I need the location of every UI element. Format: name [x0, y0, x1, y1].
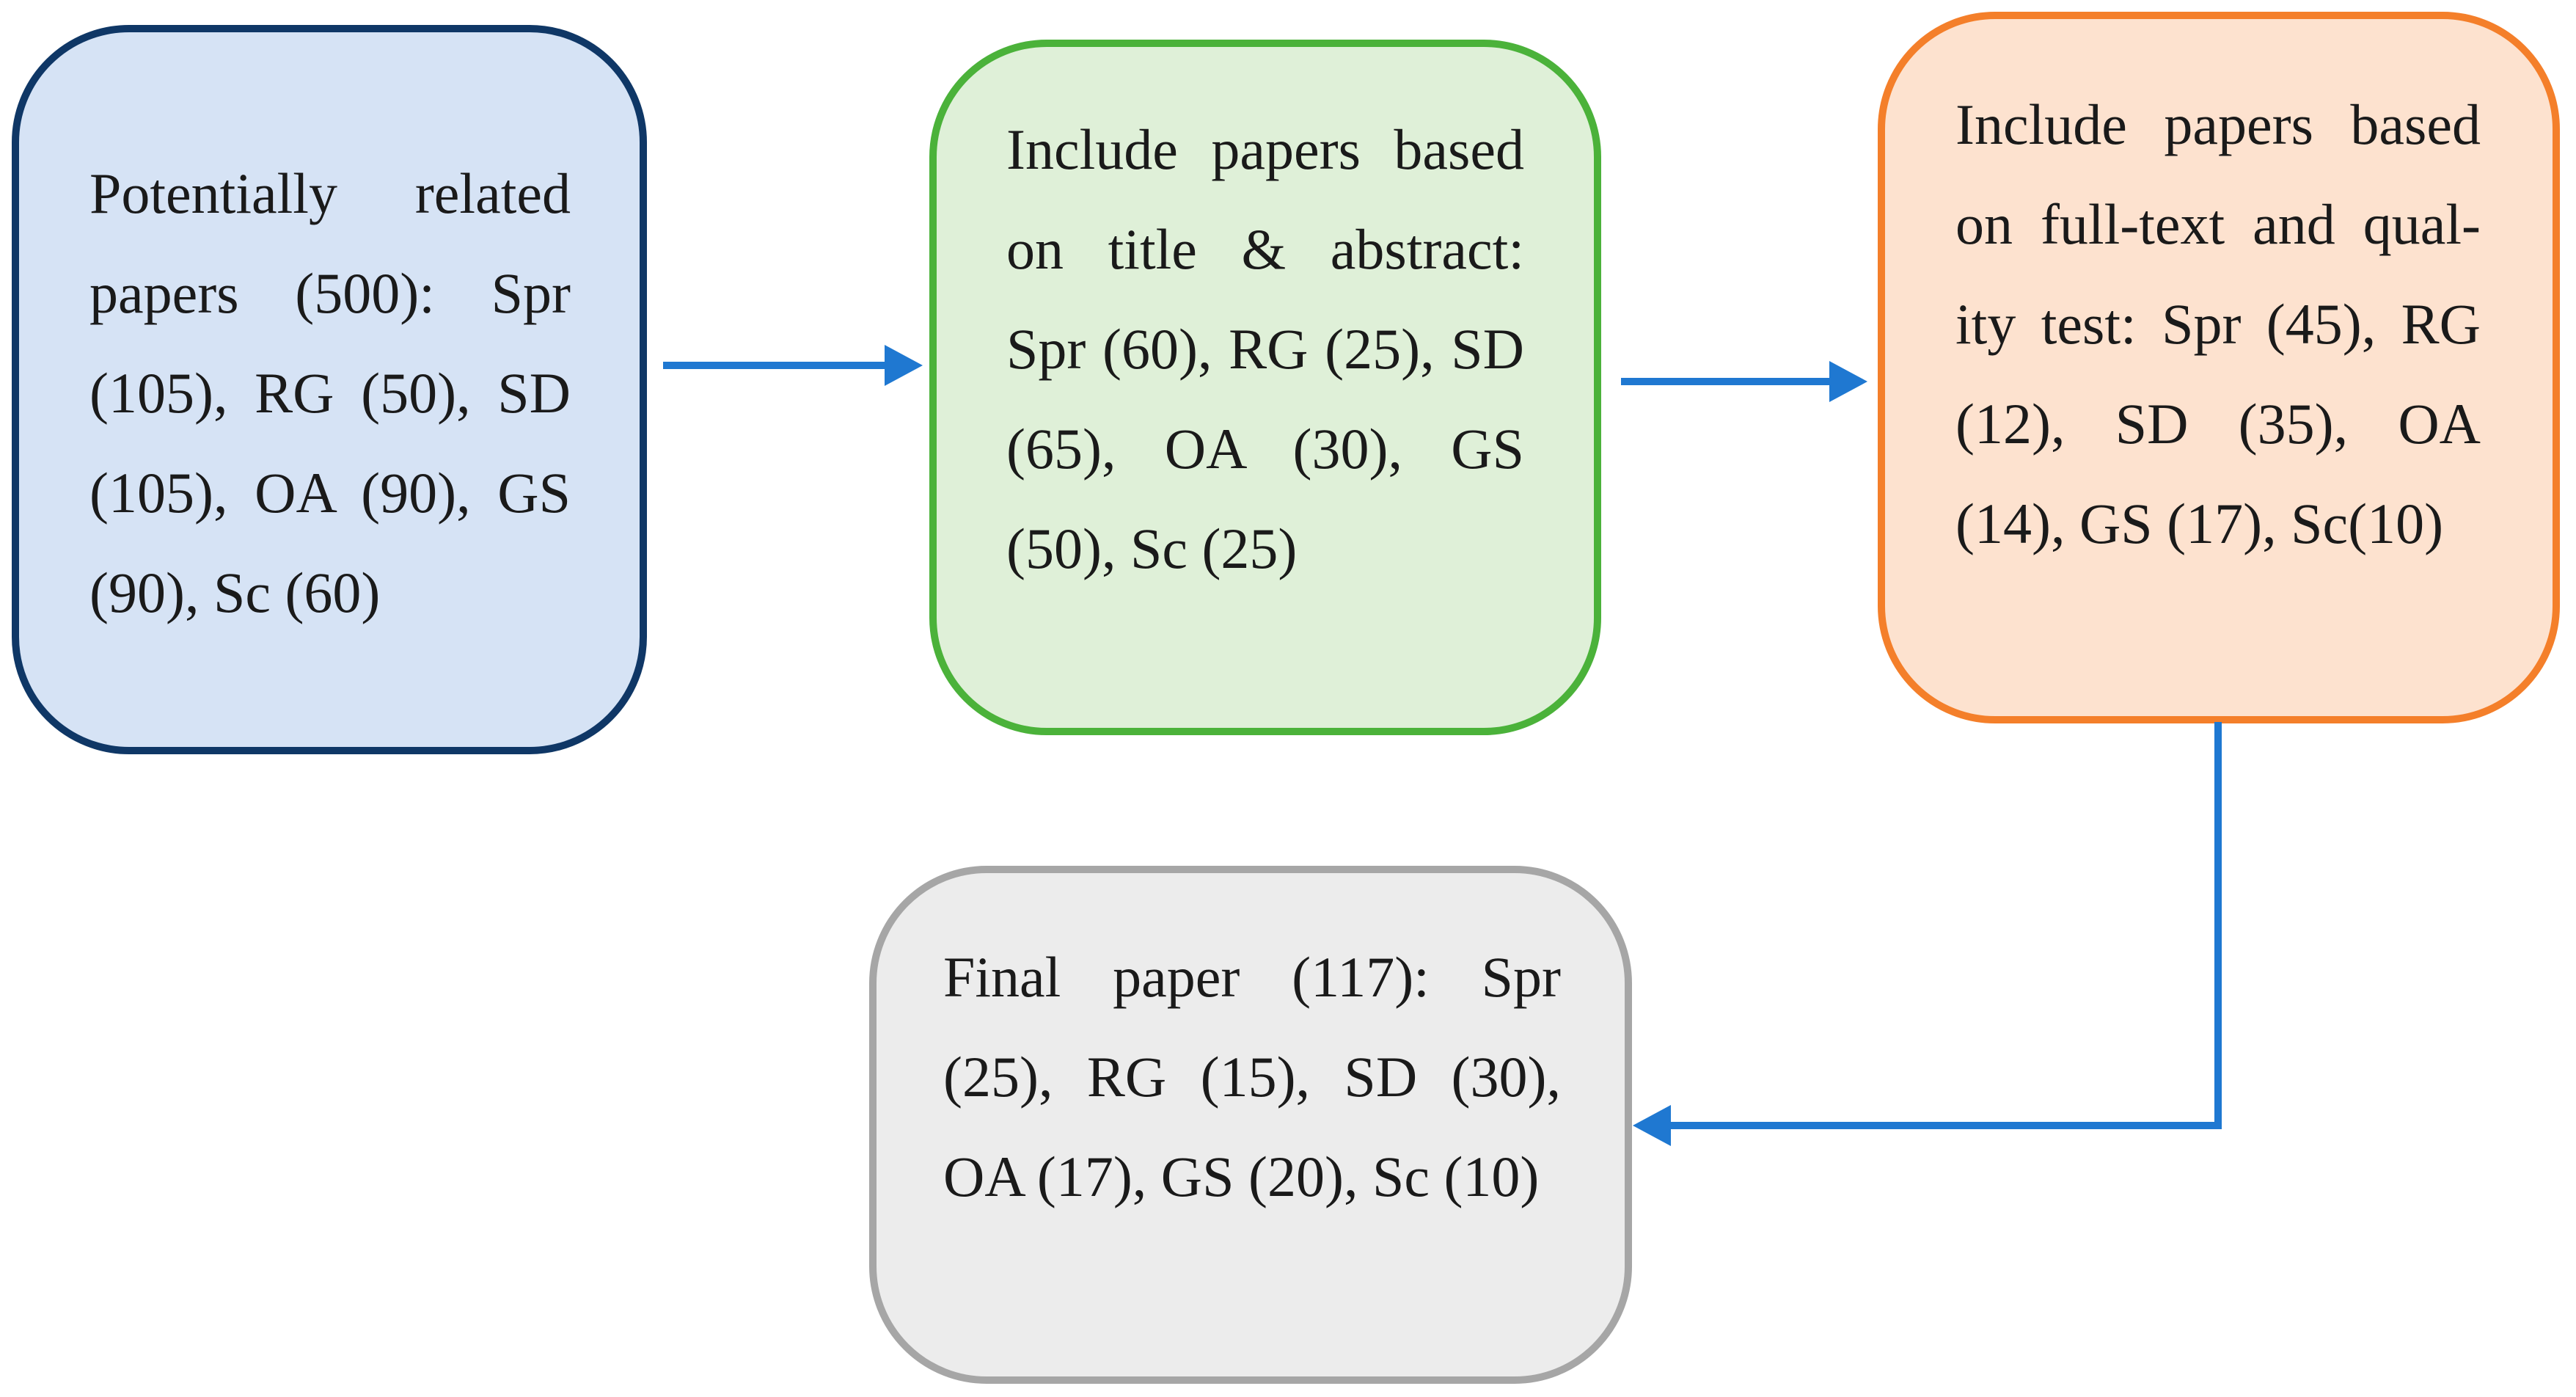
- arrow-eligibility-to-included: [1669, 722, 2222, 1129]
- arrowhead-eligibility: [1829, 361, 1867, 402]
- arrowhead-screening: [885, 345, 923, 386]
- arrowhead-included: [1633, 1105, 1671, 1146]
- eligibility-text: Include papers based on full-text and qu…: [1955, 92, 2481, 555]
- screening-text: Include papers based on title & abstract…: [1006, 117, 1524, 580]
- included-box: [869, 866, 1632, 1384]
- identification-box: [12, 25, 647, 754]
- screening-box: [929, 40, 1601, 735]
- eligibility-box: [1878, 12, 2560, 723]
- included-text: Final paper (117): Spr (25), RG (15), SD…: [943, 945, 1561, 1208]
- identification-text: Potentially related papers (500): Spr (1…: [89, 161, 571, 624]
